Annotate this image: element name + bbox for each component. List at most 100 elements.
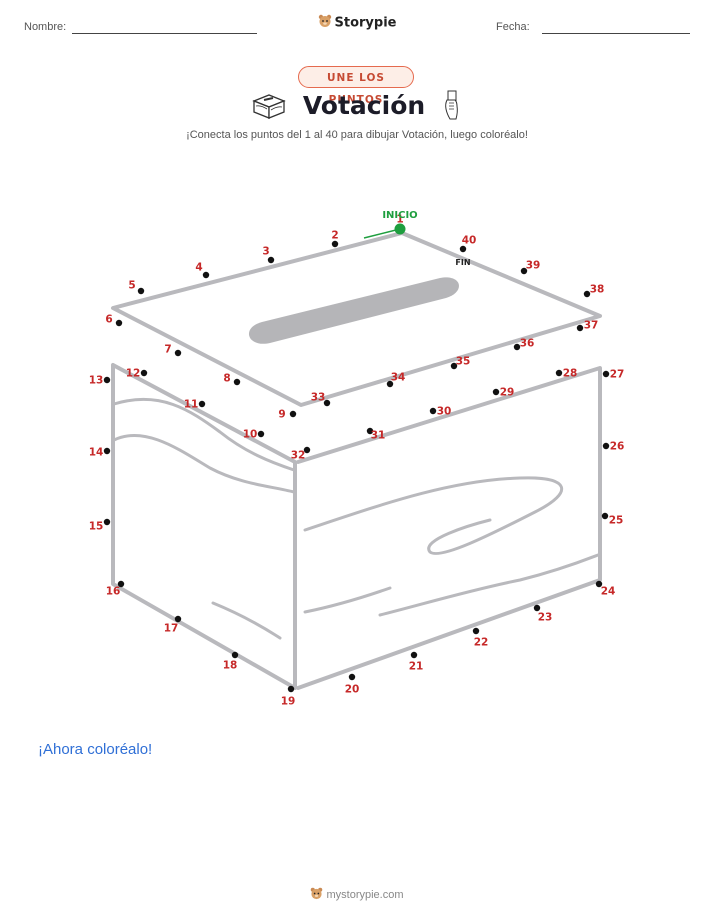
dot-number-11: 11 (184, 399, 199, 411)
dot-number-4: 4 (195, 262, 202, 274)
dot-36 (513, 343, 521, 351)
date-label: Fecha: (496, 21, 530, 33)
dot-29 (492, 388, 500, 396)
dot-number-24: 24 (601, 586, 616, 598)
dot-number-28: 28 (563, 368, 578, 380)
dot-8 (233, 378, 241, 386)
instructions: ¡Conecta los puntos del 1 al 40 para dib… (186, 129, 528, 141)
dot-5 (137, 287, 145, 295)
dot-2 (331, 240, 339, 248)
dot-number-35: 35 (456, 356, 471, 368)
dot-number-33: 33 (311, 392, 326, 404)
dot-27 (602, 370, 610, 378)
dot-17 (174, 615, 182, 623)
ballot-box-icon (252, 94, 290, 119)
dot-number-22: 22 (474, 637, 489, 649)
dot-number-13: 13 (89, 375, 104, 387)
dot-number-40: 40 (462, 235, 477, 247)
dot-number-36: 36 (520, 338, 535, 350)
footer: mystorypie.com (0, 887, 714, 903)
color-prompt: ¡Ahora coloréalo! (38, 741, 153, 758)
dot-number-25: 25 (609, 515, 624, 527)
dot-number-37: 37 (584, 320, 599, 332)
dot-31 (366, 427, 374, 435)
dot-number-23: 23 (538, 612, 553, 624)
dot-number-10: 10 (243, 429, 258, 441)
title-row: Votación (0, 90, 714, 120)
dot-number-1: 1 (396, 214, 403, 226)
dot-number-12: 12 (126, 368, 141, 380)
date-line (542, 33, 690, 34)
start-label: INICIO (382, 210, 417, 221)
brand-name: Storypie (334, 15, 397, 31)
dot-number-18: 18 (223, 660, 238, 672)
name-label: Nombre: (24, 21, 67, 33)
dot-12 (140, 369, 148, 377)
dot-number-3: 3 (262, 246, 269, 258)
dot-26 (602, 442, 610, 450)
dot-number-8: 8 (223, 373, 230, 385)
dot-6 (115, 319, 123, 327)
dot-number-29: 29 (500, 387, 515, 399)
dot-number-16: 16 (106, 586, 121, 598)
dot-37 (576, 324, 584, 332)
dot-14 (103, 447, 111, 455)
dot-number-9: 9 (278, 409, 285, 421)
dot-number-38: 38 (590, 284, 605, 296)
dot-number-34: 34 (391, 372, 406, 384)
dot-10 (257, 430, 265, 438)
dot-35 (450, 362, 458, 370)
dot-40 (459, 245, 467, 253)
dot-18 (231, 651, 239, 659)
brand-logo: Storypie (0, 14, 714, 32)
dot-number-2: 2 (331, 230, 338, 242)
dot-23 (533, 604, 541, 612)
dot-20 (348, 673, 356, 681)
dot-34 (386, 380, 394, 388)
dot-number-6: 6 (105, 314, 112, 326)
dot-number-15: 15 (89, 521, 104, 533)
footer-url: mystorypie.com (326, 888, 404, 901)
dot-25 (601, 512, 609, 520)
dot-number-19: 19 (281, 696, 296, 708)
dot-number-32: 32 (291, 450, 306, 462)
name-line (72, 33, 257, 34)
dot-number-17: 17 (164, 623, 179, 635)
dot-number-20: 20 (345, 684, 360, 696)
activity-badge: UNE LOS PUNTOS (298, 66, 414, 106)
end-label: FIN (455, 258, 470, 267)
dot-28 (555, 369, 563, 377)
dot-13 (103, 376, 111, 384)
dot-21 (410, 651, 418, 659)
dot-number-30: 30 (437, 406, 452, 418)
dot-number-26: 26 (610, 441, 625, 453)
dot-22 (472, 627, 480, 635)
dot-11 (198, 400, 206, 408)
dot-number-5: 5 (128, 280, 135, 292)
dot-1 (394, 223, 406, 235)
dot-38 (583, 290, 591, 298)
ballot-box-outline (111, 231, 602, 690)
dot-32 (303, 446, 311, 454)
dot-30 (429, 407, 437, 415)
dot-number-39: 39 (526, 260, 541, 272)
dot-19 (287, 685, 295, 693)
hand-ballot-icon (442, 90, 462, 120)
page-title: Votación (302, 90, 426, 120)
dot-7 (174, 349, 182, 357)
dot-number-21: 21 (409, 661, 424, 673)
dot-number-31: 31 (371, 430, 386, 442)
dot-24 (595, 580, 603, 588)
ballot-slot (248, 277, 459, 344)
dot-3 (267, 256, 275, 264)
dot-4 (202, 271, 210, 279)
dot-number-14: 14 (89, 447, 104, 459)
dot-15 (103, 518, 111, 526)
dot-33 (323, 399, 331, 407)
dot-number-27: 27 (610, 369, 625, 381)
dot-9 (289, 410, 297, 418)
dot-39 (520, 267, 528, 275)
dots-layer: 1234567891011121314151617181920212223242… (89, 214, 625, 708)
dot-16 (117, 580, 125, 588)
